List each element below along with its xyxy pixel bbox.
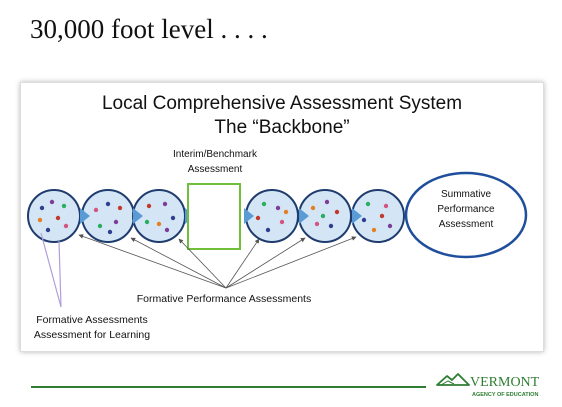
assessment-dot (61, 203, 67, 209)
formative-assessment-line (40, 232, 62, 308)
summative-label-line2: Performance (437, 204, 495, 215)
assessment-dot (55, 215, 61, 221)
pointer-arrow (225, 236, 357, 289)
assessment-dot (146, 203, 152, 209)
formative-performance-pointers (78, 234, 357, 289)
assessment-dot (156, 221, 162, 227)
assessment-dot (365, 201, 371, 207)
assessment-dot (379, 213, 385, 219)
assessment-dot (283, 209, 289, 215)
assessment-dot (255, 215, 261, 221)
assessment-dot (113, 219, 119, 225)
assessment-dot (275, 205, 281, 211)
interim-benchmark-box (187, 183, 241, 250)
flow-arrow-icon (244, 208, 254, 224)
assessment-dot (39, 205, 45, 211)
summative-label: Summative Performance Assessment (437, 189, 495, 230)
formative-performance-label: Formative Performance Assessments (137, 293, 311, 305)
assessment-dot (97, 223, 103, 229)
interim-label-line2: Assessment (188, 164, 243, 175)
assessment-dot (162, 201, 168, 207)
slide-heading: 30,000 foot level . . . . (30, 14, 268, 44)
assessment-dot (49, 199, 55, 205)
pointer-arrow (130, 237, 227, 289)
assessment-dot (117, 205, 123, 211)
assessment-dot (314, 221, 320, 227)
assessment-dot (107, 229, 113, 235)
assessment-dot (265, 227, 271, 233)
formative-assessment-lines (40, 232, 62, 308)
summative-ellipse (404, 171, 528, 259)
assessment-diagram: Local Comprehensive Assessment System Th… (27, 93, 528, 341)
assessment-dot (334, 209, 340, 215)
pointer-arrow (178, 238, 227, 289)
flow-arrow-icon (133, 208, 143, 224)
mountain-ridge-icon (440, 380, 455, 386)
assessment-dot (45, 227, 51, 233)
assessment-dot (387, 223, 393, 229)
mountain-icon (436, 373, 470, 386)
pointer-arrow (225, 238, 260, 289)
logo-subtitle: AGENCY OF EDUCATION (472, 392, 538, 398)
flow-arrow-icon (352, 208, 362, 224)
interim-label-line1: Interim/Benchmark (173, 149, 258, 160)
flow-arrow-icon (299, 208, 309, 224)
footer-divider (31, 386, 426, 388)
assessment-dot (63, 223, 69, 229)
assessment-dot (37, 217, 43, 223)
assessment-dot (320, 213, 326, 219)
vermont-logo: VERMONT AGENCY OF EDUCATION (436, 373, 540, 398)
assessment-dot (279, 219, 285, 225)
interim-benchmark-label: Interim/Benchmark Assessment (173, 149, 258, 175)
assessment-dot (164, 227, 170, 233)
assessment-dot (383, 203, 389, 209)
diagram-panel: Local Comprehensive Assessment System Th… (20, 82, 544, 352)
formative-assessment-line (58, 240, 62, 308)
logo-name: VERMONT (470, 375, 540, 390)
assessment-dot (261, 201, 267, 207)
pointer-arrow (225, 237, 306, 289)
assessment-dot (371, 227, 377, 233)
assessment-dot (170, 215, 176, 221)
formative-circle (27, 189, 81, 243)
assessment-dot (310, 205, 316, 211)
formative-assessments-label-line2: Assessment for Learning (34, 329, 150, 341)
formative-circles (27, 189, 405, 243)
diagram-title-line1: Local Comprehensive Assessment System (102, 93, 462, 114)
pointer-arrow (78, 234, 227, 289)
summative-label-line3: Assessment (439, 219, 494, 230)
diagram-title-line2: The “Backbone” (214, 117, 349, 138)
assessment-dot (105, 201, 111, 207)
summative-label-line1: Summative (441, 189, 491, 200)
assessment-dot (361, 217, 367, 223)
flow-arrow-icon (80, 208, 90, 224)
assessment-dot (144, 219, 150, 225)
formative-assessments-label-line1: Formative Assessments (36, 314, 147, 326)
assessment-dot (328, 223, 334, 229)
assessment-dot (93, 207, 99, 213)
assessment-dot (324, 199, 330, 205)
